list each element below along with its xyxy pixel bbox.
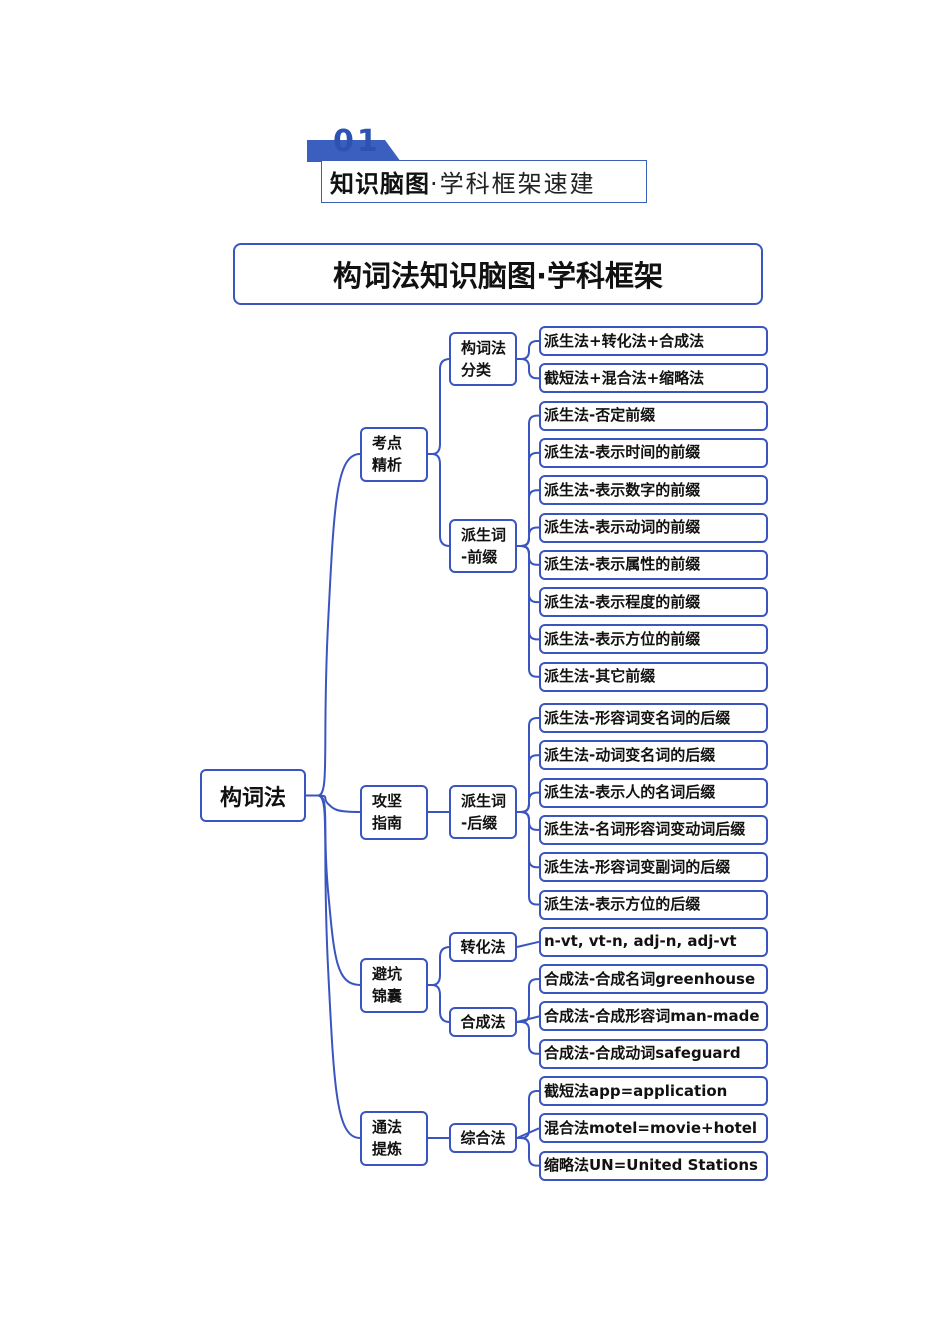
branch-label-line: 提炼 bbox=[372, 1140, 403, 1158]
leaf-node: 派生法-表示程度的前缀 bbox=[539, 587, 768, 618]
leaf-node: 派生法-表示方位的后缀 bbox=[539, 889, 768, 920]
branch-node-0: 考点精析 bbox=[360, 426, 428, 482]
connector-group-leaf-2-1-2 bbox=[517, 1021, 539, 1055]
connector-group-leaf-2-1-0 bbox=[517, 978, 539, 1023]
group-node-1-0: 派生词 -后缀 bbox=[449, 785, 517, 839]
group-label-line: 分类 bbox=[461, 361, 492, 379]
header-title-bold: 知识脑图 bbox=[330, 170, 430, 198]
connector-branch-group-0-1 bbox=[428, 453, 451, 547]
connector-group-leaf-1-0-5 bbox=[517, 811, 539, 906]
connector-branch-group-2-0 bbox=[428, 946, 451, 986]
group-node-0-1: 派生词 -前缀 bbox=[449, 519, 517, 573]
leaf-node: 合成法-合成名词greenhouse bbox=[539, 964, 768, 995]
leaf-node: 派生法-形容词变副词的后缀 bbox=[539, 852, 768, 883]
group-label-line: -后缀 bbox=[461, 814, 498, 832]
leaf-node: 派生法-动词变名词的后缀 bbox=[539, 740, 768, 771]
group-node-2-1: 合成法 bbox=[449, 1007, 517, 1037]
leaf-node: n-vt, vt-n, adj-n, adj-vt bbox=[539, 926, 768, 957]
connector-branch-group-0-0 bbox=[428, 358, 451, 455]
leaf-node: 合成法-合成动词safeguard bbox=[539, 1038, 768, 1069]
leaf-node: 合成法-合成形容词man-made bbox=[539, 1001, 768, 1032]
group-label-line: -前缀 bbox=[461, 548, 498, 566]
group-label-line: 综合法 bbox=[460, 1129, 506, 1147]
main-title: 构词法知识脑图·学科框架 bbox=[233, 243, 763, 305]
branch-label-line: 通法 bbox=[372, 1118, 403, 1136]
group-node-2-0: 转化法 bbox=[449, 932, 517, 962]
leaf-node: 截短法app=application bbox=[539, 1076, 768, 1106]
group-label-line: 派生词 bbox=[461, 526, 507, 544]
leaf-node: 派生法-表示时间的前缀 bbox=[539, 437, 768, 468]
group-label-line: 派生词 bbox=[461, 792, 507, 810]
branch-label-line: 精析 bbox=[372, 456, 403, 474]
branch-label-line: 攻坚 bbox=[372, 792, 403, 810]
connector-root-branch-2 bbox=[306, 794, 361, 986]
connector-group-leaf-0-0-0 bbox=[517, 340, 539, 360]
root-node: 构词法 bbox=[200, 769, 306, 822]
branch-label-line: 避坑 bbox=[372, 965, 403, 983]
leaf-node: 派生法-名词形容词变动词后缀 bbox=[539, 814, 768, 845]
connector-group-leaf-2-0-0 bbox=[516, 940, 540, 948]
group-node-3-0: 综合法 bbox=[449, 1123, 517, 1153]
connector-root-branch-0 bbox=[306, 453, 361, 797]
leaf-node: 截短法+混合法+缩略法 bbox=[539, 363, 768, 394]
group-label-line: 合成法 bbox=[460, 1013, 506, 1031]
branch-label-line: 考点 bbox=[372, 434, 403, 452]
group-label-line: 构词法 bbox=[461, 339, 507, 357]
branch-node-1: 攻坚指南 bbox=[360, 784, 428, 840]
leaf-node: 派生法-表示数字的前缀 bbox=[539, 475, 768, 506]
branch-label-line: 指南 bbox=[372, 814, 403, 832]
branch-node-2: 避坑锦囊 bbox=[360, 957, 428, 1013]
connector-group-leaf-0-0-1 bbox=[517, 358, 539, 380]
leaf-node: 派生法+转化法+合成法 bbox=[539, 326, 768, 356]
connector-group-leaf-3-0-0 bbox=[517, 1090, 539, 1139]
header-title-rest: ·学科框架速建 bbox=[430, 170, 596, 198]
leaf-node: 派生法-形容词变名词的后缀 bbox=[539, 703, 768, 733]
connector-group-leaf-0-1-7 bbox=[517, 545, 539, 678]
group-label-line: 转化法 bbox=[460, 938, 506, 956]
header-title-box: 知识脑图·学科框架速建 bbox=[321, 160, 647, 203]
leaf-node: 派生法-其它前缀 bbox=[539, 661, 768, 692]
leaf-node: 派生法-表示方位的前缀 bbox=[539, 624, 768, 655]
group-node-0-0: 构词法分类 bbox=[449, 332, 517, 386]
header-tab bbox=[307, 140, 401, 162]
leaf-node: 派生法-表示人的名词后缀 bbox=[539, 777, 768, 808]
leaf-node: 派生法-表示属性的前缀 bbox=[539, 549, 768, 580]
leaf-node: 混合法motel=movie+hotel bbox=[539, 1113, 768, 1144]
connector-branch-group-2-1 bbox=[428, 984, 451, 1023]
leaf-node: 派生法-表示动词的前缀 bbox=[539, 512, 768, 543]
leaf-node: 缩略法UN=United Stations bbox=[539, 1150, 768, 1181]
connector-group-leaf-3-0-2 bbox=[517, 1137, 539, 1167]
connector-root-branch-1 bbox=[306, 794, 361, 813]
branch-node-3: 通法提炼 bbox=[360, 1110, 428, 1166]
header-number: 01 bbox=[333, 124, 381, 159]
leaf-node: 派生法-否定前缀 bbox=[539, 400, 768, 431]
connector-root-branch-3 bbox=[306, 794, 361, 1139]
connector-group-leaf-3-0-1 bbox=[516, 1127, 540, 1139]
branch-label-line: 锦囊 bbox=[372, 987, 403, 1005]
